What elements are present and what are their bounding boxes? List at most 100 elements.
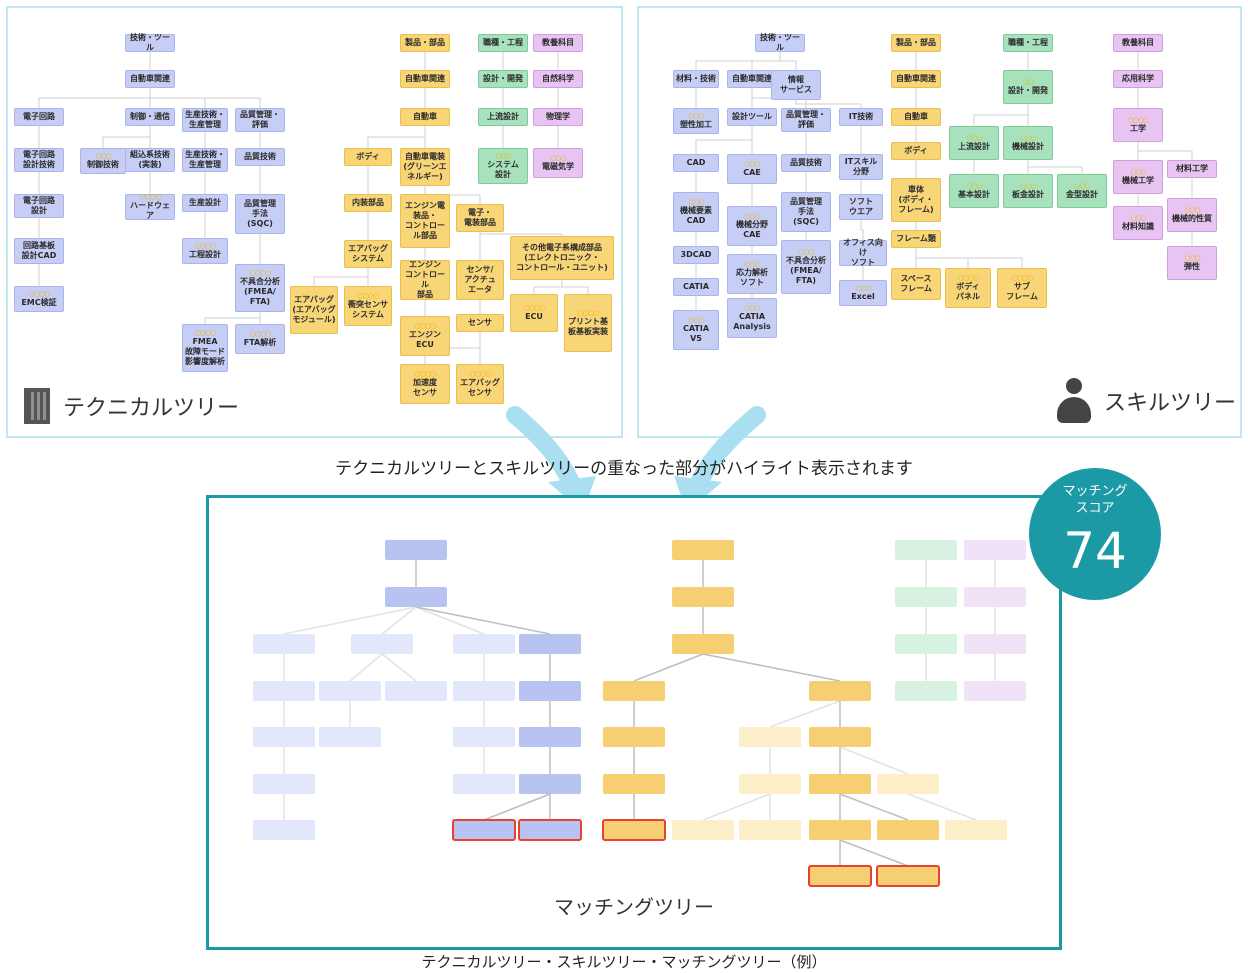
tech-node: 回路基板 設計CAD bbox=[14, 238, 64, 264]
matching-node bbox=[453, 774, 515, 794]
node-label: 衝突センサ システム bbox=[348, 299, 388, 319]
node-label: 自然科学 bbox=[542, 74, 574, 83]
tech-node: エアバッグ (エアバッグ モジュール) bbox=[290, 286, 338, 334]
tech-node: 電子回路 設計 bbox=[14, 194, 64, 218]
node-label: 制御技術 bbox=[87, 159, 119, 169]
tech-node: 教養科目 bbox=[533, 34, 583, 52]
matching-node bbox=[964, 634, 1026, 654]
node-label: ソフト ウエア bbox=[849, 197, 873, 216]
node-label: FMEA 故障モード 影響度解析 bbox=[185, 336, 225, 366]
star-rating-icon: ○○○ bbox=[798, 247, 814, 256]
node-label: ECU bbox=[525, 311, 543, 321]
star-rating-icon: ○○○ bbox=[855, 283, 871, 292]
node-label: CAE bbox=[743, 167, 761, 177]
matching-node bbox=[739, 727, 801, 747]
matching-connector bbox=[283, 606, 417, 635]
matching-score-value: 74 bbox=[1063, 522, 1127, 580]
skill-node: 品質管理・ 評価 bbox=[781, 108, 831, 132]
skill-node: ○○○機械要素 CAD bbox=[673, 192, 719, 232]
skill-node: ○○○CATIA Analysis bbox=[727, 298, 777, 338]
skill-node: ○○○材料知識 bbox=[1113, 206, 1163, 240]
node-label: 機械工学 bbox=[1122, 175, 1154, 185]
matching-node bbox=[672, 540, 734, 560]
tech-node: エアバッグ システム bbox=[344, 240, 392, 268]
node-label: プリント基 板基板実装 bbox=[568, 316, 608, 336]
node-label: 材料工学 bbox=[1176, 164, 1208, 173]
matching-connector bbox=[769, 700, 841, 728]
tech-node: 物理学 bbox=[533, 108, 583, 126]
skill-node: CAD bbox=[673, 154, 719, 172]
tech-node: 技術・ツール bbox=[125, 33, 175, 52]
matching-tree-label: マッチングツリー bbox=[554, 895, 714, 919]
tree-connector bbox=[915, 248, 1023, 268]
matching-node bbox=[519, 634, 581, 654]
matching-node bbox=[519, 774, 581, 794]
matching-node bbox=[519, 727, 581, 747]
tree-connector bbox=[860, 220, 864, 240]
node-label: 上流設計 bbox=[487, 112, 519, 121]
node-label: 自動車電装 (グリーンエ ネルギー) bbox=[403, 152, 447, 181]
tech-node: 内装部品 bbox=[344, 194, 392, 212]
skill-node: ○○○○工学 bbox=[1113, 108, 1163, 142]
tech-node: ○○○○エアバッグ センサ bbox=[456, 364, 504, 404]
node-label: 金型設計 bbox=[1066, 189, 1098, 199]
node-label: 電子・ 電装部品 bbox=[464, 208, 496, 227]
node-label: センサ/ アクチュ エータ bbox=[464, 265, 496, 294]
node-label: 教養科目 bbox=[542, 38, 574, 47]
node-label: 品質技術 bbox=[244, 152, 276, 161]
overlap-caption: テクニカルツリーとスキルツリーの重なった部分がハイライト表示されます bbox=[335, 459, 913, 479]
skill-node: ソフト ウエア bbox=[839, 194, 883, 220]
skill-node: ○○○機械設計 bbox=[1003, 126, 1053, 160]
skill-node: ○○○上流設計 bbox=[949, 126, 999, 160]
matching-connector bbox=[839, 746, 909, 775]
matching-connector bbox=[702, 653, 841, 682]
tech-node: 電子回路 bbox=[14, 108, 64, 126]
node-label: 自動車関連 bbox=[732, 74, 772, 83]
node-label: 設計ツール bbox=[732, 112, 772, 121]
star-rating-icon: ○○○ bbox=[688, 315, 704, 324]
node-label: ITスキル 分野 bbox=[844, 157, 878, 176]
matching-node bbox=[603, 727, 665, 747]
tech-node: 製品・部品 bbox=[400, 34, 450, 52]
matching-node-highlighted bbox=[808, 865, 872, 887]
star-rating-icon: ○○○ bbox=[1184, 253, 1200, 262]
node-label: 機械的性質 bbox=[1172, 213, 1212, 223]
tech-node: 自動車関連 bbox=[400, 70, 450, 88]
star-rating-icon: ○○○ bbox=[1020, 133, 1036, 142]
star-rating-icon: ○○○○ bbox=[523, 303, 545, 312]
node-label: 塑性加工 bbox=[680, 119, 712, 129]
node-label: 品質管理・ 評価 bbox=[240, 110, 280, 129]
star-rating-icon: ○○○ bbox=[1184, 205, 1200, 214]
matching-connector bbox=[839, 793, 909, 821]
star-rating-icon: ○○○ bbox=[966, 181, 982, 190]
node-label: 板金設計 bbox=[1012, 189, 1044, 199]
matching-node bbox=[319, 681, 381, 701]
tree-connector bbox=[973, 104, 1029, 126]
node-label: 電子回路 設計技術 bbox=[23, 150, 55, 169]
matching-node bbox=[809, 727, 871, 747]
star-rating-icon: ○○○ bbox=[744, 211, 760, 220]
matching-node bbox=[519, 681, 581, 701]
node-label: 応力解析 ソフト bbox=[736, 267, 768, 287]
star-rating-icon: ○○○ bbox=[95, 151, 111, 160]
matching-node bbox=[253, 681, 315, 701]
skill-node: ○○○機械工学 bbox=[1113, 160, 1163, 194]
skill-node: ○○○金型設計 bbox=[1057, 174, 1107, 208]
matching-node bbox=[877, 774, 939, 794]
node-label: 電子回路 bbox=[23, 112, 55, 121]
star-rating-icon: ○○○○ bbox=[194, 241, 216, 250]
skill-node: 製品・部品 bbox=[891, 34, 941, 52]
tech-node: ○○○システム 設計 bbox=[478, 148, 528, 184]
technical-tree-connectors bbox=[38, 52, 589, 364]
matching-node-highlighted bbox=[876, 865, 940, 887]
tree-connector bbox=[1027, 160, 1083, 174]
node-label: 自動車関連 bbox=[130, 74, 170, 83]
node-label: エアバッグ センサ bbox=[460, 377, 500, 397]
matching-node bbox=[603, 681, 665, 701]
star-rating-icon: ○○○ bbox=[744, 259, 760, 268]
matching-tree-panel: マッチングツリー bbox=[206, 495, 1062, 950]
star-rating-icon: ○○○○ bbox=[194, 328, 216, 337]
skill-node: ○○○CATIA V5 bbox=[673, 310, 719, 350]
skill-node: ボディ bbox=[891, 142, 941, 160]
node-label: エンジン電 装品・ コントロー ル部品 bbox=[405, 201, 445, 240]
